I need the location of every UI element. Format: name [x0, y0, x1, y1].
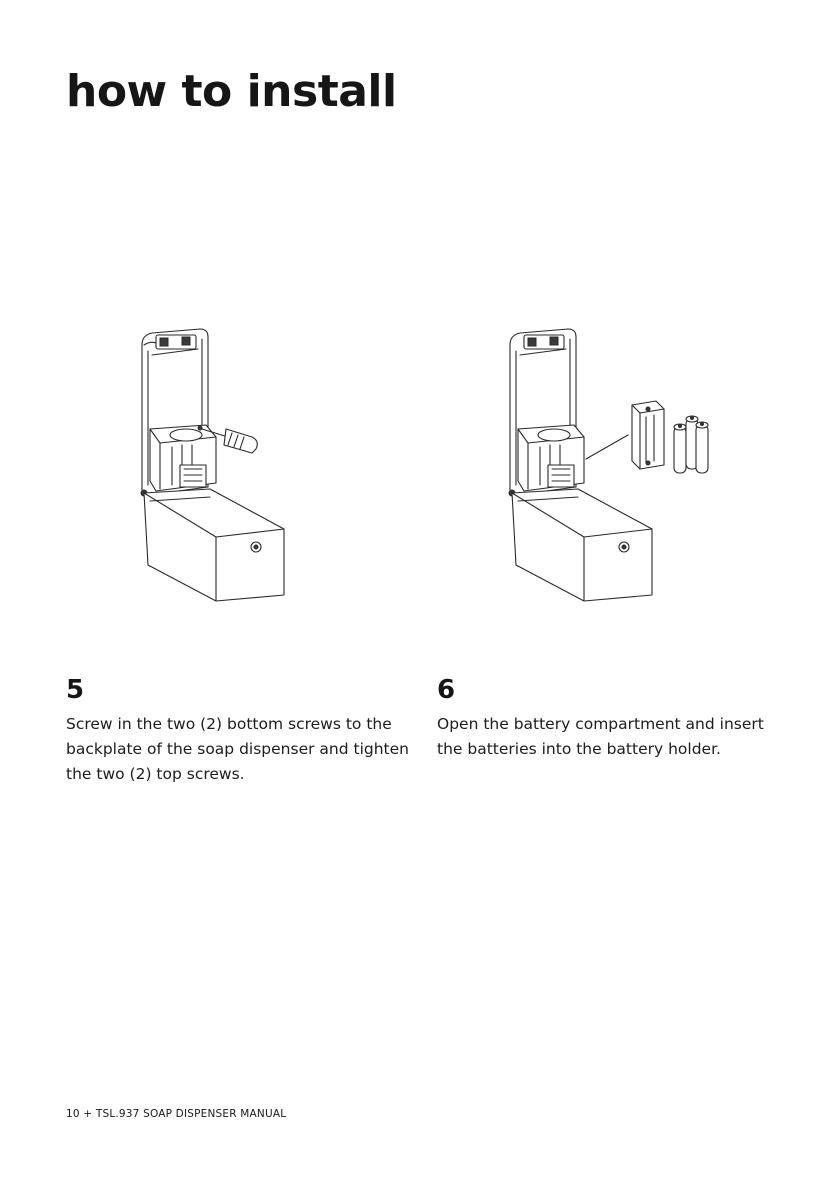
battery-icon: [674, 416, 708, 473]
step-5-illustration: [120, 325, 300, 605]
leader-line: [586, 435, 628, 459]
pump-unit-icon: [509, 425, 584, 496]
dispenser-body-icon: [144, 489, 284, 601]
dispenser-body-icon: [512, 489, 652, 601]
step-6-illustration: [488, 325, 728, 605]
soap-dispenser-battery-illustration: [488, 325, 728, 605]
step-6: 6 Open the battery compartment and inser…: [437, 674, 787, 762]
soap-dispenser-screwdriver-illustration: [120, 325, 300, 605]
step-instructions: Open the battery compartment and insert …: [437, 712, 787, 762]
page-title: how to install: [66, 64, 397, 120]
battery-holder-icon: [632, 401, 664, 469]
step-5: 5 Screw in the two (2) bottom screws to …: [66, 674, 416, 787]
step-number: 5: [66, 674, 416, 706]
page-footer: 10 + TSL.937 SOAP DISPENSER MANUAL: [66, 1108, 286, 1120]
pump-unit-icon: [141, 425, 216, 496]
step-instructions: Screw in the two (2) bottom screws to th…: [66, 712, 416, 787]
step-number: 6: [437, 674, 787, 706]
